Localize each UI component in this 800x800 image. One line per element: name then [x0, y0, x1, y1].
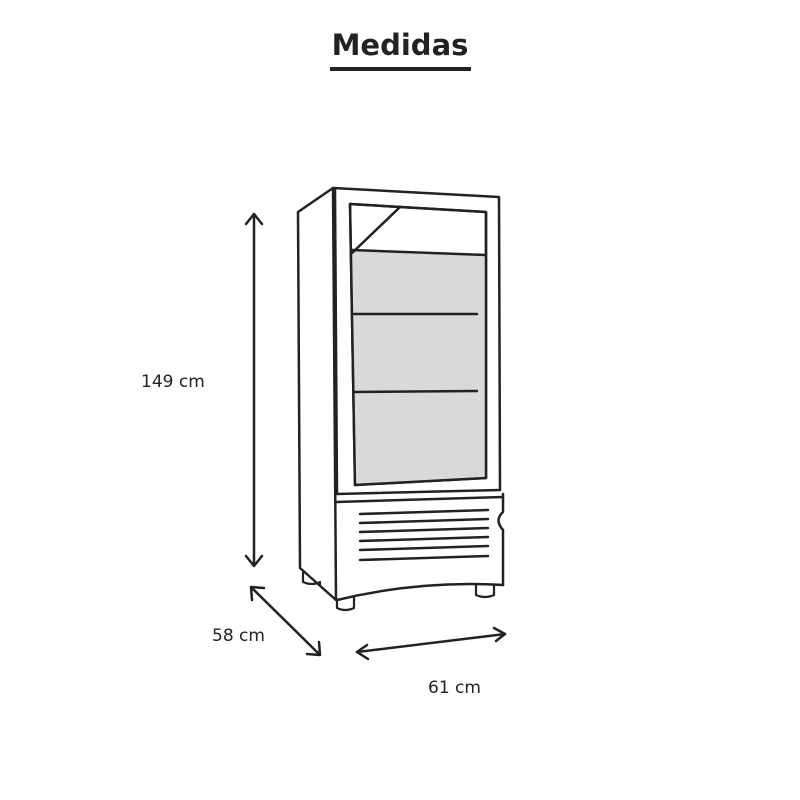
- width-arrow: [355, 626, 507, 661]
- vent-grille: [358, 508, 490, 562]
- feet: [301, 570, 496, 612]
- glass-panel: [352, 250, 486, 485]
- fridge-body: [296, 186, 505, 612]
- title-underline: [330, 67, 471, 71]
- depth-arrow: [249, 585, 322, 657]
- height-arrow: [244, 212, 264, 568]
- height-label: 149 cm: [141, 372, 205, 392]
- width-label: 61 cm: [428, 678, 481, 698]
- page-title: Medidas: [331, 28, 469, 62]
- depth-label: 58 cm: [212, 626, 265, 646]
- shelf: [352, 389, 479, 394]
